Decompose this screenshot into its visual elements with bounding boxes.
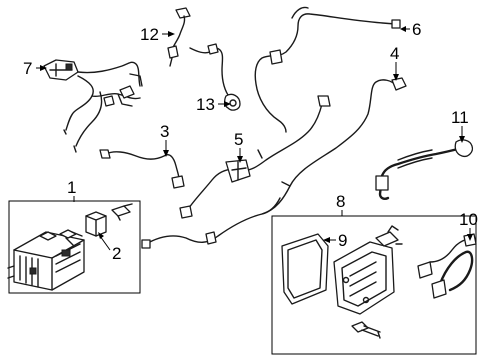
control-module <box>333 225 403 315</box>
callout-6: 6 <box>412 20 421 39</box>
group-box-8 <box>271 215 477 355</box>
callout-5: 5 <box>234 130 243 149</box>
leader-lines <box>36 26 473 251</box>
callout-10: 10 <box>459 210 478 229</box>
pressure-sensor <box>167 7 191 67</box>
purge-valve-line <box>179 95 331 219</box>
vapor-hose-assembly <box>43 59 143 153</box>
callout-8: 8 <box>336 192 345 211</box>
callout-12: 12 <box>140 25 159 44</box>
callout-1: 1 <box>67 178 76 197</box>
vacuum-hose <box>99 149 185 189</box>
mounting-bolt <box>351 321 381 339</box>
purge-connector <box>85 203 133 237</box>
vapor-canister <box>7 229 85 291</box>
fuel-line-lower <box>141 77 407 249</box>
callout-4: 4 <box>390 44 399 63</box>
evap-hose <box>417 233 477 299</box>
callout-13: 13 <box>196 95 215 114</box>
callout-9: 9 <box>338 231 347 250</box>
callout-11: 11 <box>451 108 469 127</box>
gasket <box>281 233 329 305</box>
filler-tube <box>375 139 474 200</box>
callout-2: 2 <box>112 244 121 263</box>
callout-3: 3 <box>160 122 169 141</box>
vapor-line-upper <box>254 6 401 133</box>
callout-7: 7 <box>23 59 32 78</box>
